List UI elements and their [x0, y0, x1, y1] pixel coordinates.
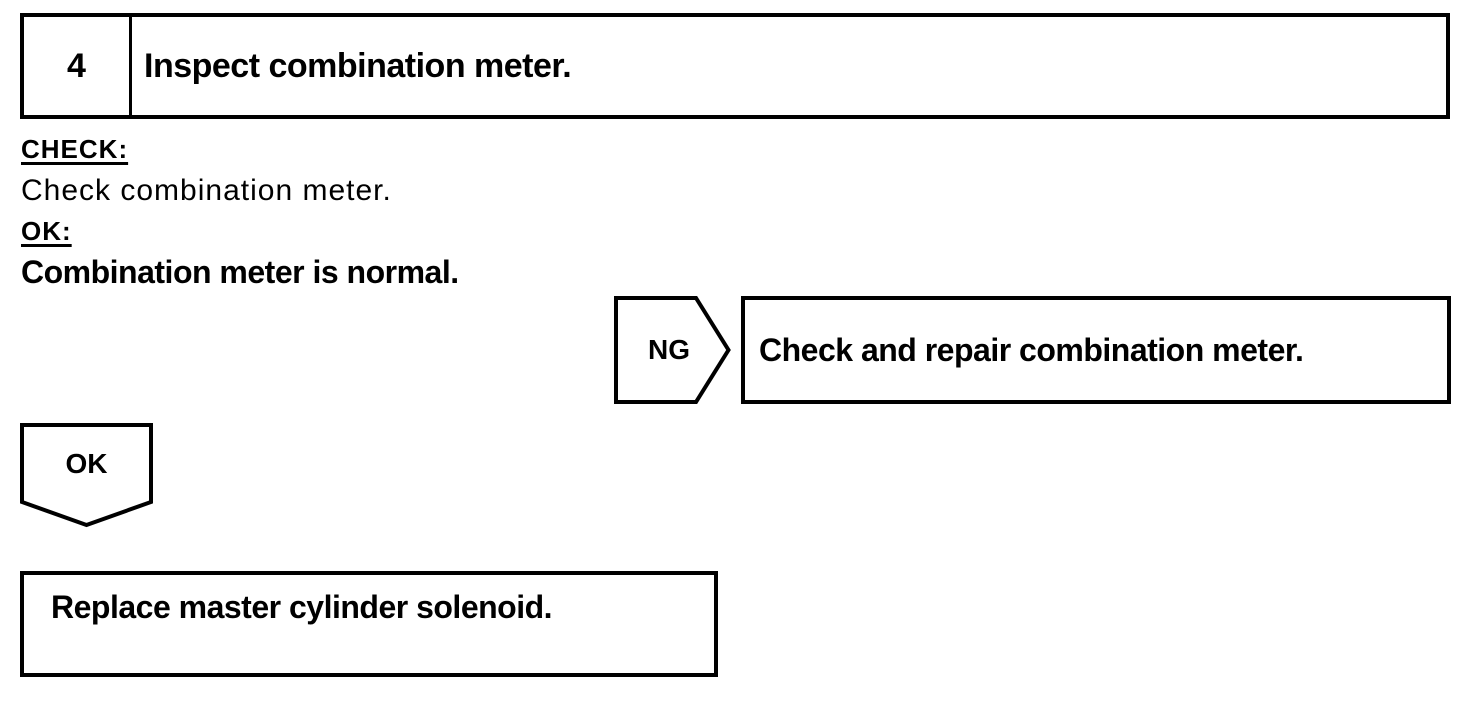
check-instruction: Check combination meter. — [21, 174, 392, 207]
ng-action-box: Check and repair combination meter. — [741, 296, 1451, 404]
ok-action-text: Replace master cylinder solenoid. — [51, 589, 553, 625]
ok-heading: OK: — [21, 216, 72, 246]
ok-result: Combination meter is normal. — [21, 254, 459, 290]
ng-connector-label: NG — [648, 334, 690, 365]
ng-connector: NG — [614, 296, 731, 404]
ok-arrow-pentagon-icon — [20, 423, 153, 528]
step-number: 4 — [24, 17, 132, 115]
ok-action-box: Replace master cylinder solenoid. — [20, 571, 718, 677]
step-title: Inspect combination meter. — [144, 46, 572, 85]
step-header-box: 4 Inspect combination meter. — [20, 13, 1450, 119]
check-heading: CHECK: — [21, 134, 129, 164]
ok-connector: OK — [20, 423, 153, 528]
ok-connector-label: OK — [65, 448, 108, 479]
procedure-text-block: CHECK: Check combination meter. OK: Comb… — [21, 129, 459, 293]
ng-arrow-pentagon-icon — [614, 296, 731, 404]
ng-action-text: Check and repair combination meter. — [759, 331, 1304, 368]
